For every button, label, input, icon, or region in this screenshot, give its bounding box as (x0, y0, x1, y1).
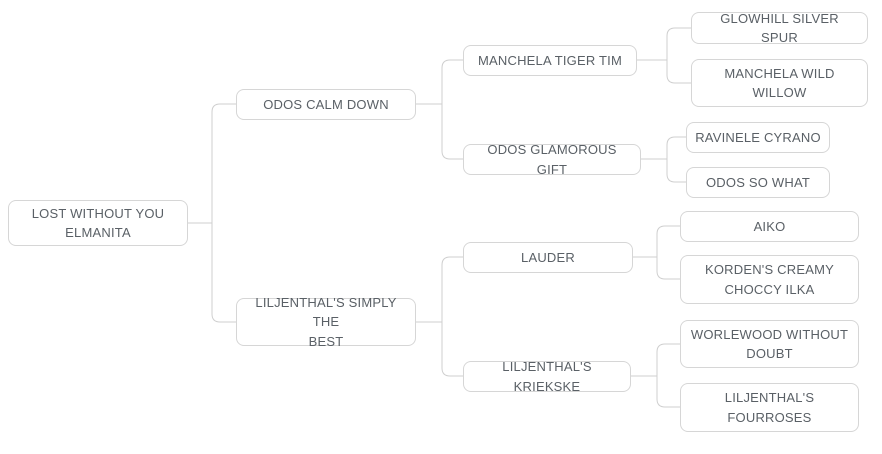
node-kordens-creamy-choccy-ilka[interactable]: KORDEN'S CREAMY CHOCCY ILKA (680, 255, 859, 304)
node-lauder[interactable]: LAUDER (463, 242, 633, 273)
node-odos-calm-down[interactable]: ODOS CALM DOWN (236, 89, 416, 120)
node-liljenthals-simply-the-best[interactable]: LILJENTHAL'S SIMPLY THE BEST (236, 295, 416, 349)
node-liljenthals-kriekske[interactable]: LILJENTHAL'S KRIEKSKE (463, 359, 631, 394)
node-odos-glamorous-gift[interactable]: ODOS GLAMOROUS GIFT (463, 142, 641, 177)
node-ravinele-cyrano[interactable]: RAVINELE CYRANO (686, 122, 830, 153)
node-glowhill-silver-spur[interactable]: GLOWHILL SILVER SPUR (691, 11, 868, 45)
node-manchela-tiger-tim[interactable]: MANCHELA TIGER TIM (463, 45, 637, 76)
node-aiko[interactable]: AIKO (680, 211, 859, 242)
node-manchela-wild-willow[interactable]: MANCHELA WILD WILLOW (691, 59, 868, 107)
node-liljenthals-fourroses[interactable]: LILJENTHAL'S FOURROSES (680, 383, 859, 432)
node-lost-without-you-elmanita[interactable]: LOST WITHOUT YOU ELMANITA (8, 200, 188, 246)
node-odos-so-what[interactable]: ODOS SO WHAT (686, 167, 830, 198)
node-worlewood-without-doubt[interactable]: WORLEWOOD WITHOUT DOUBT (680, 320, 859, 368)
